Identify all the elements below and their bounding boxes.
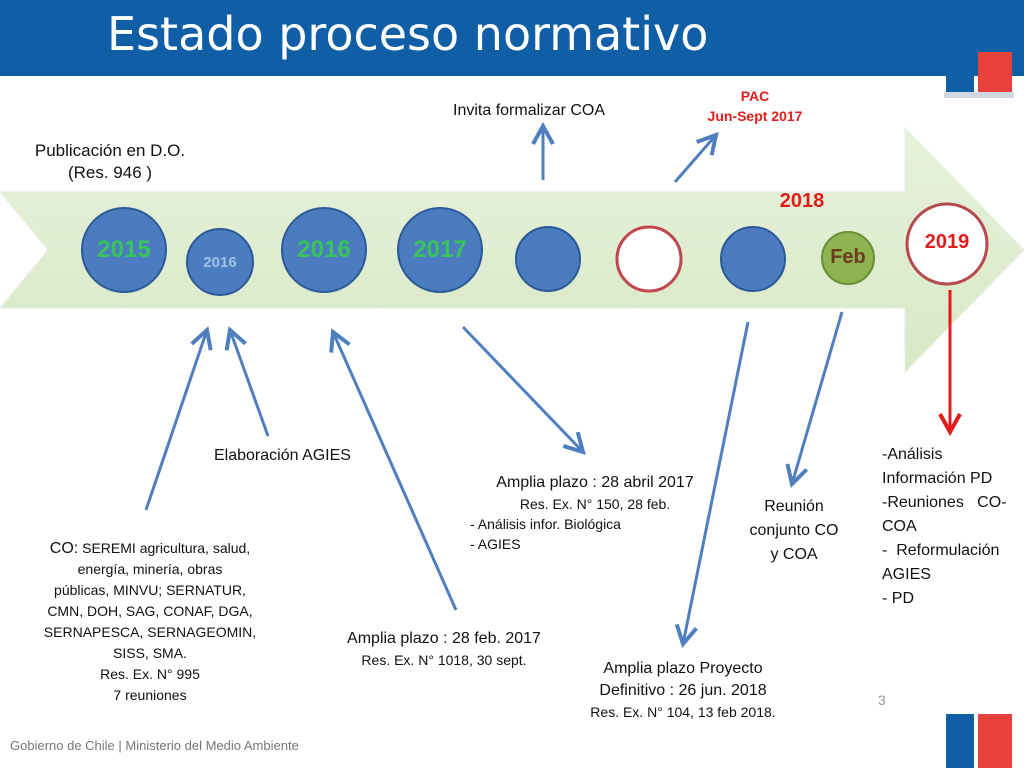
bullet-analisis: - Análisis infor. Biológica [470, 516, 621, 532]
analisis-text: -Análisis Información PD -Reuniones CO- … [882, 446, 1007, 607]
label-2015: 2015 [97, 236, 151, 263]
amplia-feb2017-text: Amplia plazo : 28 feb. 2017 Res. Ex. N° … [347, 630, 541, 668]
arrow-elaboracion [230, 330, 270, 437]
timeline-arrow-band [0, 126, 1024, 374]
pac-text: PAC Jun-Sept 2017 [707, 88, 803, 124]
circle-2015 [81, 207, 167, 293]
label-feb: Feb [830, 246, 866, 268]
label-2016: 2016 [297, 236, 351, 263]
elaboracion-text: Elaboración AGIES [214, 447, 351, 464]
arrow-amplia-proyecto [683, 321, 750, 644]
footer-text: Gobierno de Chile | Ministerio del Medio… [10, 738, 299, 753]
circle-feb [821, 231, 875, 285]
circle-white [615, 225, 683, 293]
arrow-reunion [792, 311, 844, 484]
circle-blank-1 [515, 226, 581, 292]
publicacion-text: Publicación en D.O. (Res. 946 ) [34, 141, 186, 182]
co-text: CO: SEREMI agricultura, salud, energía, … [43, 540, 257, 703]
bullet-agies: - AGIES [470, 536, 521, 552]
label-2018: 2018 [779, 190, 825, 212]
slide-title: Estado proceso normativo [107, 7, 709, 61]
arrow-co [144, 330, 207, 511]
amplia-proyecto-text: Amplia plazo Proyecto Definitivo : 26 ju… [590, 660, 776, 720]
circle-blank-2 [720, 226, 786, 292]
header-bar [0, 0, 1024, 76]
arrow-amplia-feb2017 [333, 332, 458, 611]
circle-2019 [905, 202, 989, 286]
circle-2017 [397, 207, 483, 293]
chile-flag-logo-bottom [946, 714, 1012, 768]
arrow-pac [673, 135, 716, 183]
label-2017: 2017 [413, 236, 467, 263]
circle-2016-small [186, 228, 254, 296]
chile-flag-logo-top [944, 52, 1014, 98]
reunion-text: Reunión conjunto CO y COA [749, 498, 839, 563]
amplia-abr2017-text: Amplia plazo : 28 abril 2017 Res. Ex. N°… [470, 472, 720, 554]
circle-2016 [281, 207, 367, 293]
label-2016-small: 2016 [203, 254, 237, 271]
arrow-amplia-abr2017 [461, 325, 583, 452]
invita-text: Invita formalizar COA [453, 102, 606, 119]
page-number: 3 [878, 692, 886, 708]
label-2019: 2019 [924, 231, 970, 253]
